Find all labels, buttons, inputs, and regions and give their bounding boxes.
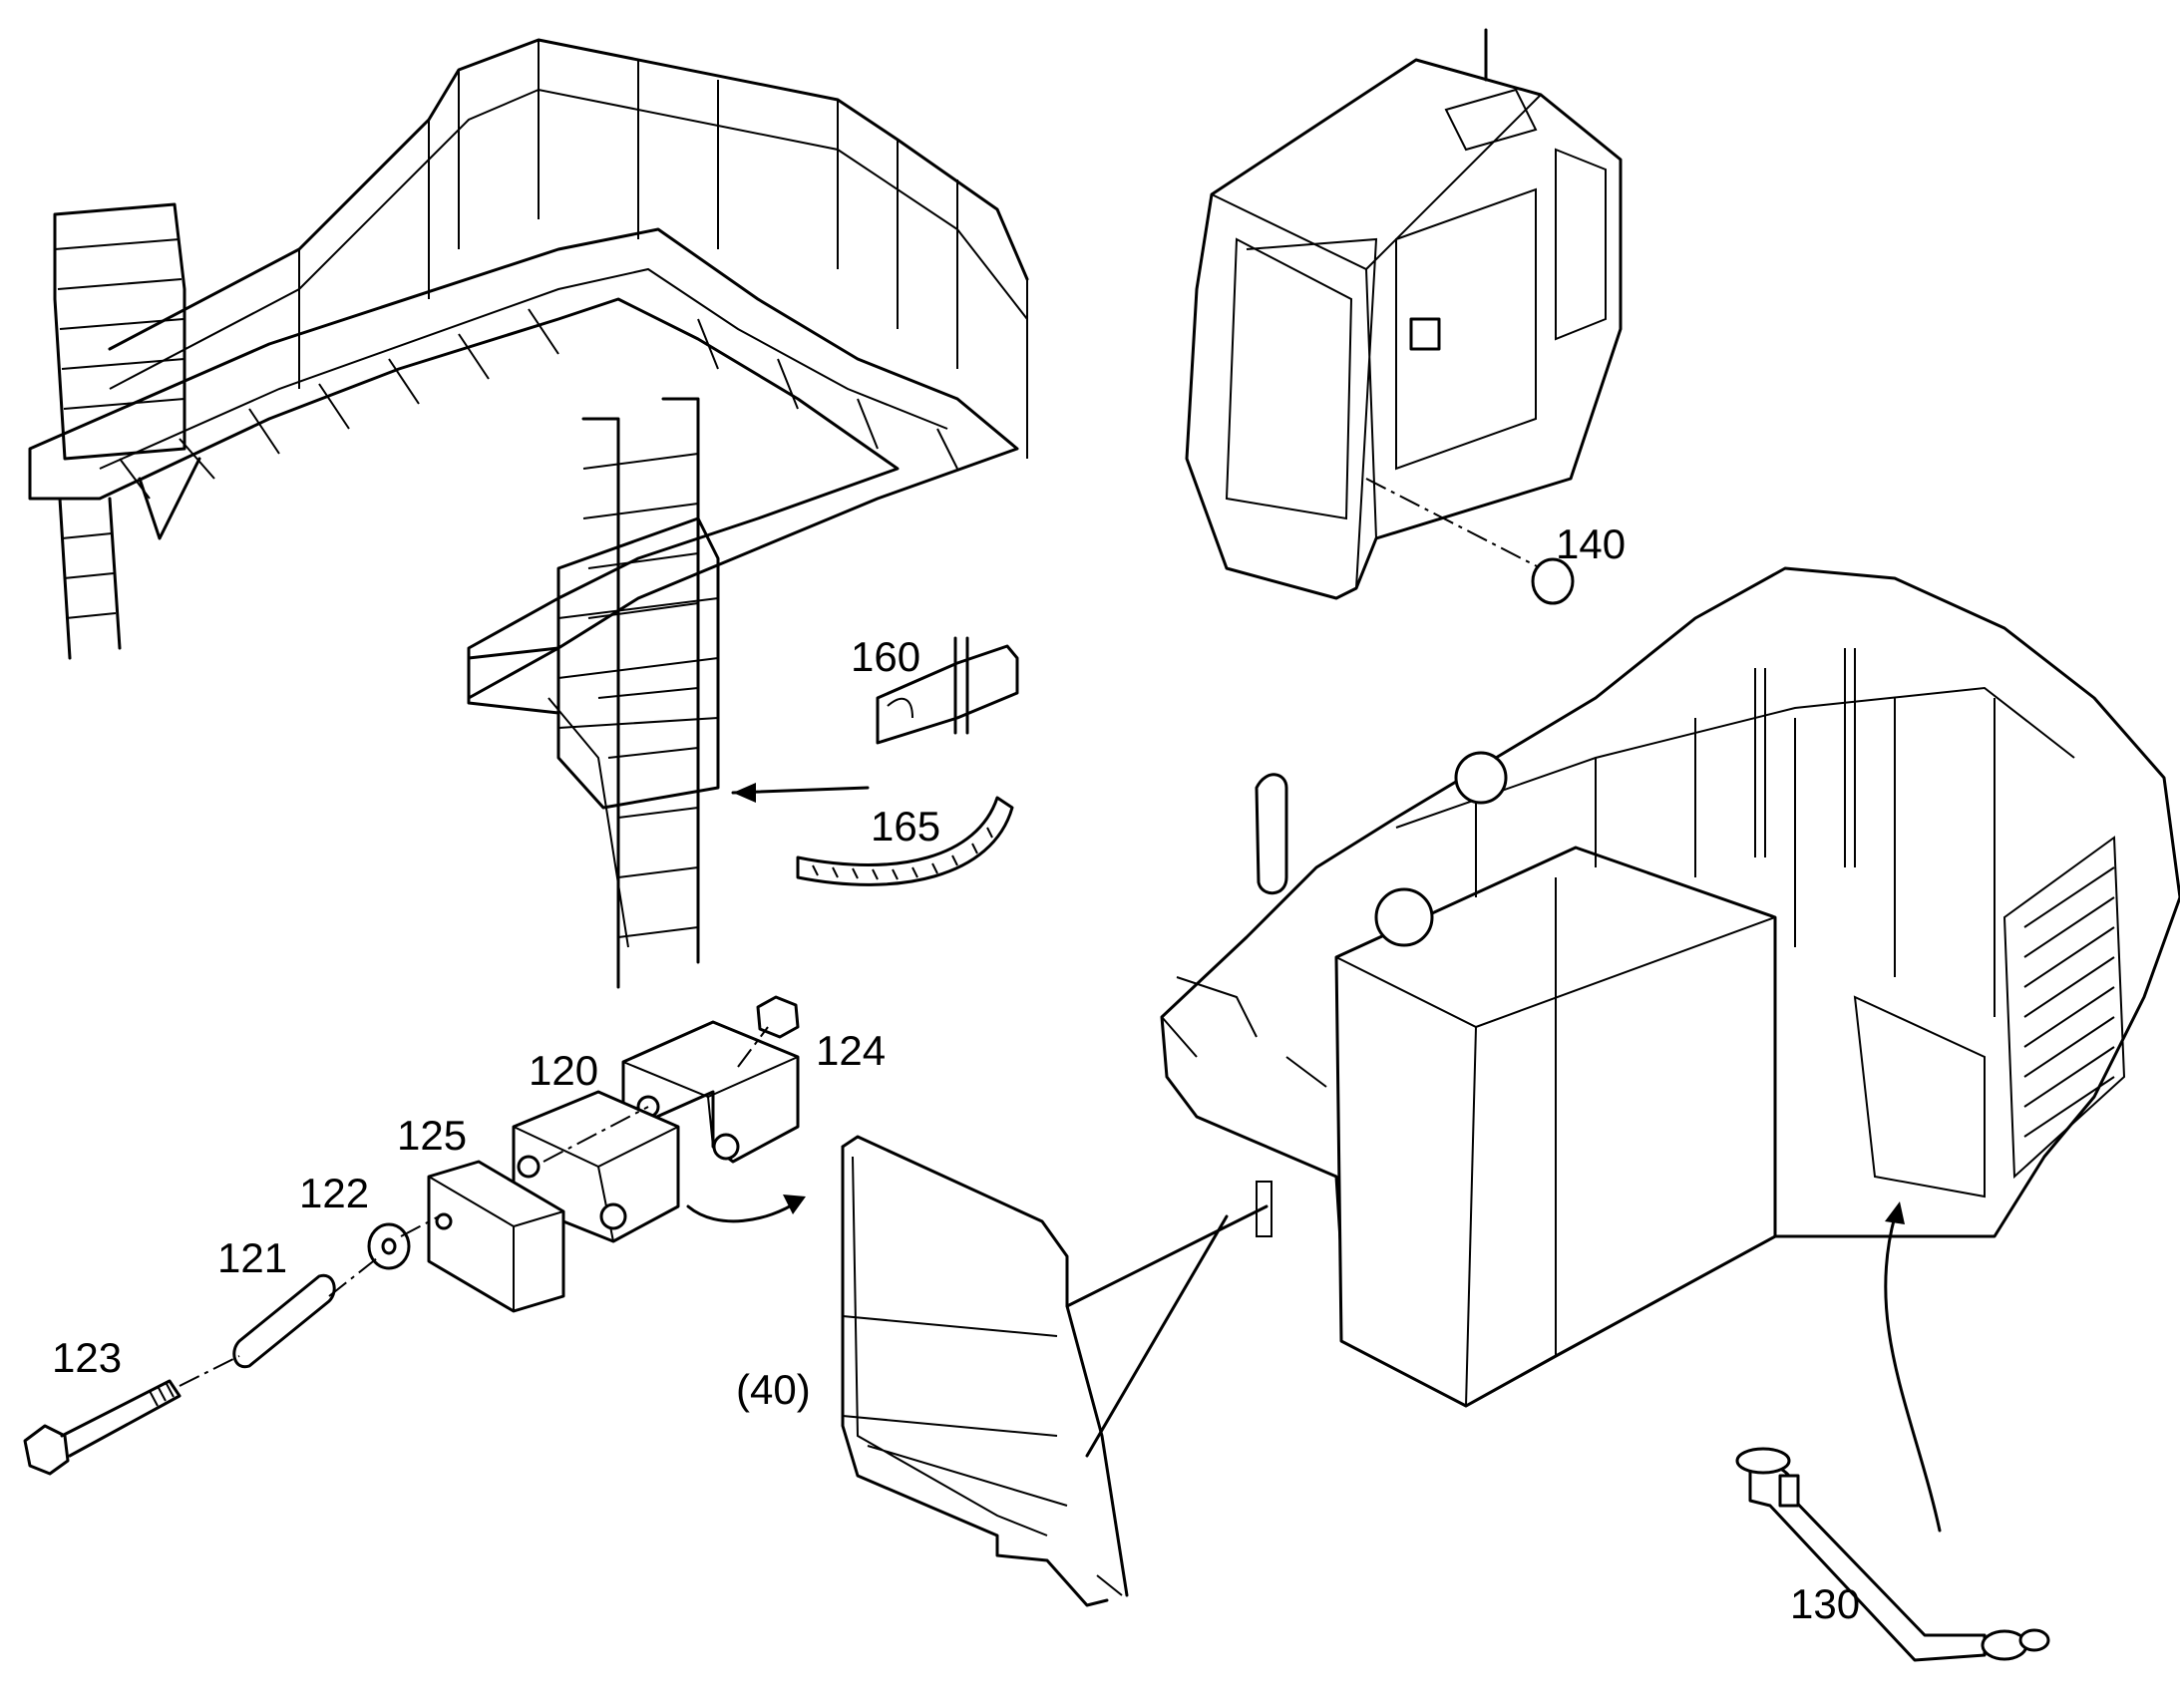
clamp-plate — [427, 1160, 565, 1313]
callout-140: 140 — [1556, 520, 1626, 567]
callout-122: 122 — [299, 1170, 369, 1216]
callout-40: (40) — [736, 1366, 811, 1413]
callout-130: 130 — [1790, 1580, 1860, 1627]
arrow-to-handrail — [686, 1199, 800, 1223]
walkway-platform-assembly — [28, 38, 1029, 989]
callout-123: 123 — [52, 1334, 122, 1381]
sleeve-part-121 — [232, 1273, 336, 1369]
callout-165: 165 — [871, 803, 940, 850]
upper-structure-housing — [1160, 566, 2180, 1408]
rail-strip-part-165 — [796, 796, 1014, 886]
leader-line-140 — [1365, 478, 1542, 569]
clamp-assembly — [23, 995, 800, 1476]
callout-125: 125 — [397, 1112, 467, 1159]
bolt-part-123 — [23, 1424, 70, 1476]
callout-124: 124 — [816, 1027, 886, 1074]
arrow-to-housing — [1884, 1214, 1942, 1533]
pin-rod-part-130 — [1735, 1447, 2050, 1662]
operator-cab — [1185, 28, 1623, 600]
cap-part-140 — [1531, 557, 1575, 605]
handrail-frame-part-40 — [841, 1135, 1272, 1607]
rail-cover-part-160 — [876, 636, 1019, 745]
callout-160: 160 — [851, 633, 920, 680]
callout-121: 121 — [217, 1234, 287, 1281]
callout-120: 120 — [529, 1047, 598, 1094]
